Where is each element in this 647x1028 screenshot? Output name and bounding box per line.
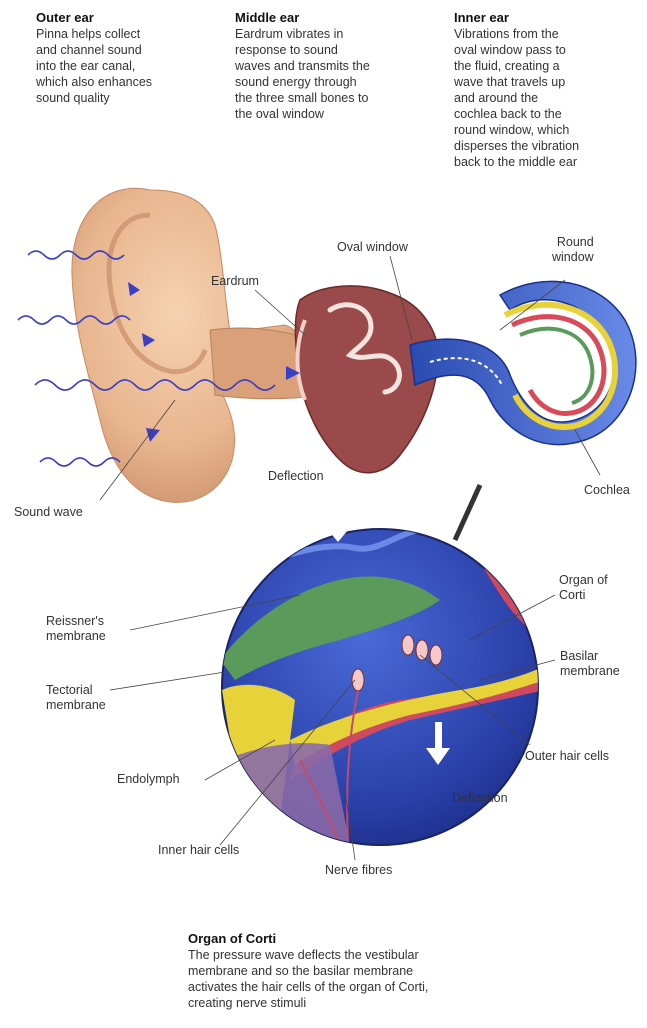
organ-of-corti-caption-title: Organ of Corti	[188, 930, 528, 947]
outer-ear-title: Outer ear	[36, 9, 211, 26]
organ-of-corti-label: Organ of Corti	[559, 573, 608, 603]
inner-hair-cells-label: Inner hair cells	[158, 843, 239, 858]
round-window-label: Round window	[552, 235, 594, 265]
middle-ear-body: Eardrum vibrates in response to sound wa…	[235, 26, 425, 122]
inner-ear-body: Vibrations from the oval window pass to …	[454, 26, 644, 170]
purple-nerve-region	[225, 743, 350, 845]
deflection-bottom-label: Deflection	[452, 791, 508, 806]
middle-ear-block: Middle ear Eardrum vibrates in response …	[235, 9, 425, 122]
endolymph-label: Endolymph	[117, 772, 180, 787]
oval-window-label: Oval window	[337, 240, 408, 255]
basilar-membrane-label: Basilar membrane	[560, 649, 620, 679]
outer-hair-cells-label: Outer hair cells	[525, 749, 609, 764]
organ-of-corti-caption: Organ of Corti The pressure wave deflect…	[188, 930, 528, 1011]
organ-of-corti-caption-body: The pressure wave deflects the vestibula…	[188, 947, 528, 1011]
inner-ear-block: Inner ear Vibrations from the oval windo…	[454, 9, 644, 170]
sound-wave-label: Sound wave	[14, 505, 83, 520]
inner-ear-title: Inner ear	[454, 9, 644, 26]
outer-ear-block: Outer ear Pinna helps collect and channe…	[36, 9, 211, 106]
detail-connector	[455, 485, 480, 540]
deflection-top-label: Deflection	[268, 469, 324, 484]
cochlea-label: Cochlea	[584, 483, 630, 498]
nerve-fibres-label: Nerve fibres	[325, 863, 392, 878]
outer-ear-body: Pinna helps collect and channel sound in…	[36, 26, 211, 106]
reissners-membrane-label: Reissner's membrane	[46, 614, 106, 644]
middle-ear-title: Middle ear	[235, 9, 425, 26]
eardrum-label: Eardrum	[211, 274, 259, 289]
tectorial-membrane-label: Tectorial membrane	[46, 683, 106, 713]
